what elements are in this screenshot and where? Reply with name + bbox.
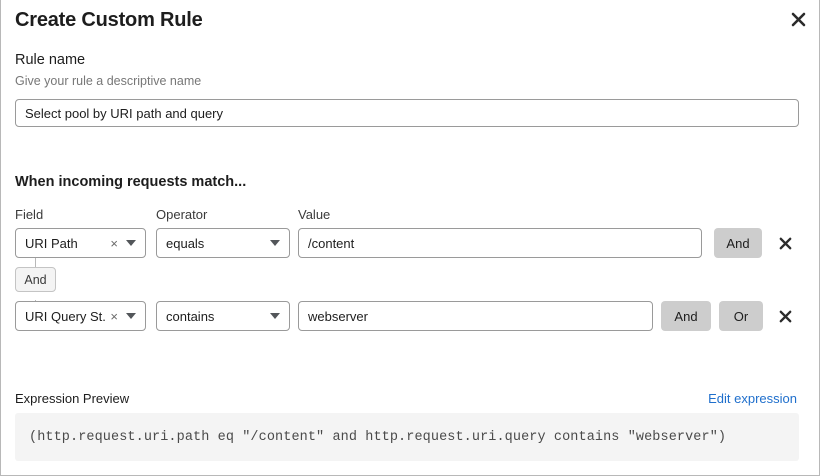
edit-expression-link[interactable]: Edit expression <box>708 391 797 406</box>
value-input-1[interactable] <box>298 228 702 258</box>
connector-and-chip[interactable]: And <box>15 267 56 292</box>
chevron-down-icon[interactable] <box>122 240 145 246</box>
rule-name-label: Rule name <box>15 52 86 68</box>
field-select-2[interactable]: URI Query St... × <box>15 301 146 331</box>
and-button-2[interactable]: And <box>661 301 711 331</box>
column-header-value: Value <box>298 207 331 222</box>
operator-select-2-value: contains <box>166 308 215 324</box>
operator-select-1-value: equals <box>166 235 205 251</box>
column-header-operator: Operator <box>156 207 208 222</box>
page-title: Create Custom Rule <box>15 9 203 31</box>
value-input-2[interactable] <box>298 301 653 331</box>
expression-preview-label: Expression Preview <box>15 391 130 406</box>
expression-preview-box: (http.request.uri.path eq "/content" and… <box>15 413 799 461</box>
field-select-1[interactable]: URI Path × <box>15 228 146 258</box>
and-button-1[interactable]: And <box>714 228 762 258</box>
close-icon[interactable] <box>785 6 811 32</box>
clear-icon[interactable]: × <box>110 235 118 251</box>
field-select-2-value: URI Query St... <box>25 308 107 324</box>
expression-preview-text: (http.request.uri.path eq "/content" and… <box>29 429 727 445</box>
chevron-down-icon[interactable] <box>122 313 145 319</box>
operator-select-1[interactable]: equals <box>156 228 290 258</box>
rule-name-input[interactable] <box>15 99 799 127</box>
column-header-field: Field <box>15 207 44 222</box>
clear-icon[interactable]: × <box>110 308 118 324</box>
conditions-heading: When incoming requests match... <box>15 174 247 190</box>
remove-row-icon-1[interactable] <box>774 228 796 258</box>
remove-row-icon-2[interactable] <box>774 301 796 331</box>
operator-select-2[interactable]: contains <box>156 301 290 331</box>
connector-line-top <box>35 258 36 267</box>
field-select-1-value: URI Path <box>25 235 78 251</box>
or-button-2[interactable]: Or <box>719 301 763 331</box>
chevron-down-icon[interactable] <box>266 240 289 246</box>
rule-name-help-text: Give your rule a descriptive name <box>15 74 202 88</box>
chevron-down-icon[interactable] <box>266 313 289 319</box>
condition-connector: And <box>15 258 155 309</box>
